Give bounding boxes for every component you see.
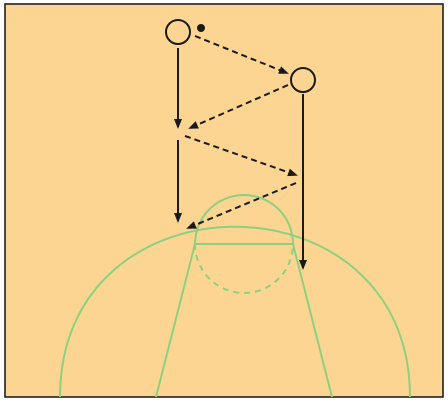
- ball-icon: [197, 24, 205, 32]
- players: [165, 19, 316, 93]
- player-1-circle: [165, 19, 191, 45]
- pass-arrow-1: [194, 35, 289, 74]
- free-throw-lane: [155, 243, 333, 398]
- three-point-arc: [59, 225, 411, 398]
- player-2-circle: [290, 67, 316, 93]
- pass-arrows: [184, 35, 298, 229]
- cut-arrows: [174, 48, 307, 270]
- court-floor: [4, 3, 444, 398]
- pass-arrow-2: [188, 84, 289, 129]
